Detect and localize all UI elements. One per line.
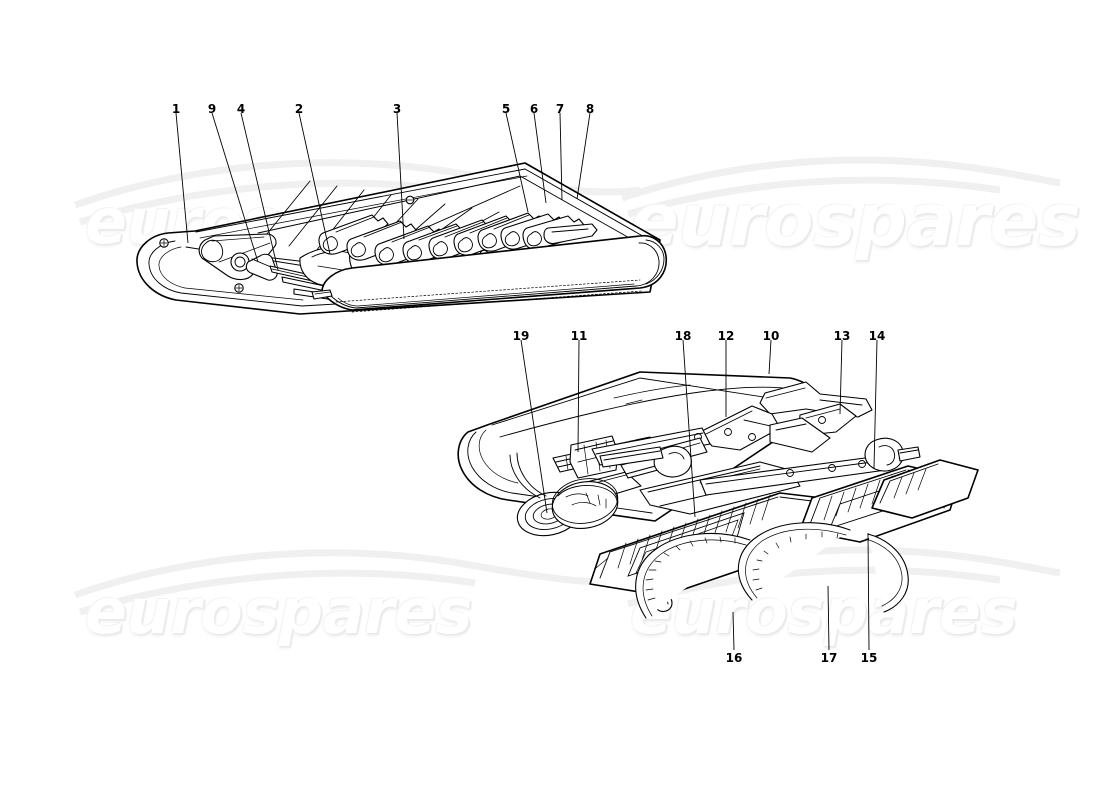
callout-number-18: 18 — [674, 329, 692, 343]
callout-number-15: 15 — [860, 651, 878, 665]
callout-number-9: 9 — [207, 102, 217, 116]
callout-number-4: 4 — [236, 102, 246, 116]
jack-assembly-figure — [457, 371, 979, 619]
tool-roll-figure — [136, 162, 667, 315]
callout-number-2: 2 — [294, 102, 304, 116]
callout-number-16: 16 — [725, 651, 743, 665]
callout-number-14: 14 — [868, 329, 886, 343]
callout-number-13: 13 — [833, 329, 851, 343]
watermark-text: eurospares — [630, 575, 1018, 648]
scissor-jack — [591, 381, 921, 515]
callout-number-10: 10 — [762, 329, 780, 343]
eyelets — [159, 195, 489, 293]
callout-number-17: 17 — [820, 651, 838, 665]
wrench-set — [318, 212, 598, 266]
callout-number-5: 5 — [501, 102, 511, 116]
callout-number-12: 12 — [717, 329, 735, 343]
callout-number-8: 8 — [585, 102, 595, 116]
callout-number-7: 7 — [555, 102, 565, 116]
callout-number-3: 3 — [392, 102, 402, 116]
watermark-text: eurospares — [85, 575, 473, 648]
callout-number-6: 6 — [529, 102, 539, 116]
watermark-text: eurospares — [630, 178, 1081, 262]
callout-number-1: 1 — [171, 102, 181, 116]
callout-number-11: 11 — [570, 329, 588, 343]
strap-hoops — [635, 522, 909, 619]
wheel-chock-upper — [871, 459, 979, 519]
callout-number-19: 19 — [512, 329, 530, 343]
